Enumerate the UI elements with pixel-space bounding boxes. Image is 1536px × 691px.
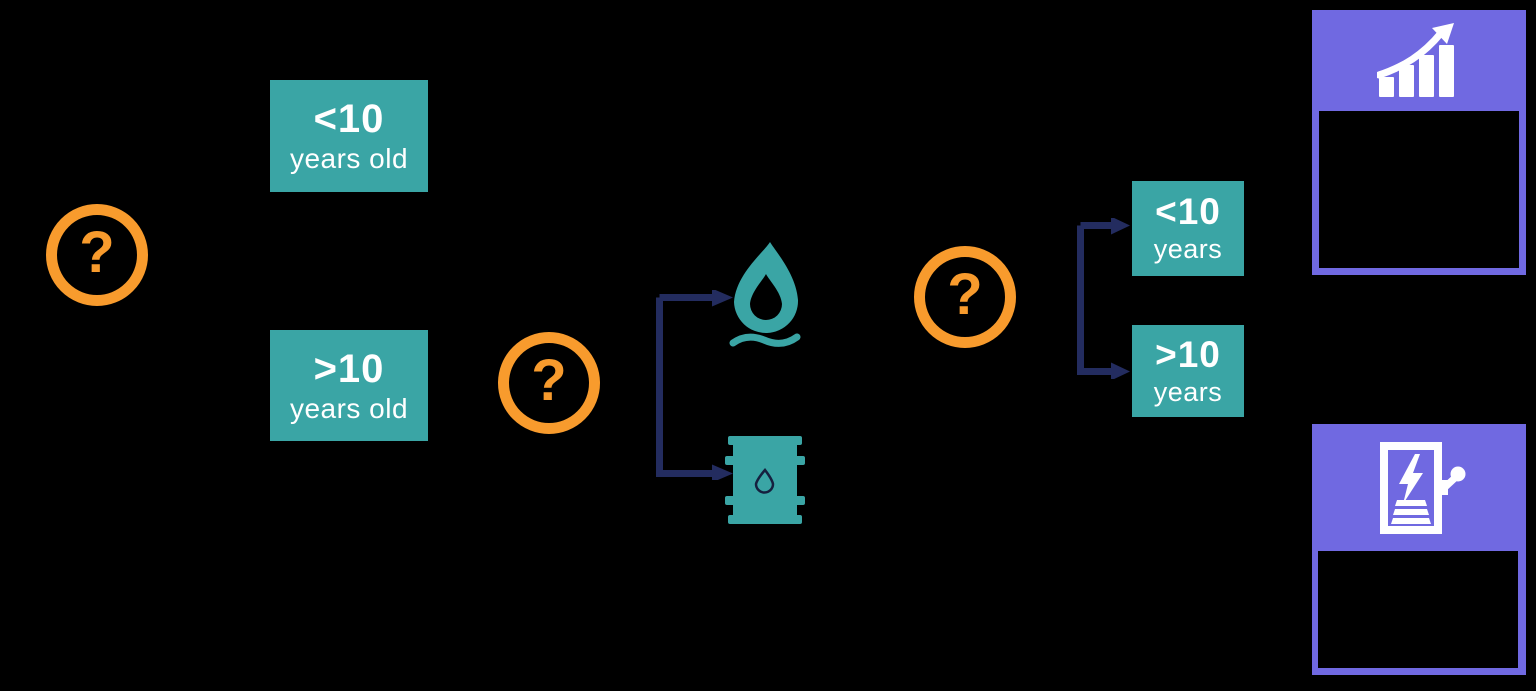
chart-increase-icon: [1377, 22, 1454, 97]
branch-connector-right: [1077, 218, 1130, 379]
question-circle-2: ?: [498, 332, 600, 434]
question-mark-icon: ?: [531, 348, 567, 413]
outcome-card-body: [1318, 551, 1518, 668]
branch-connector-left: [656, 290, 733, 480]
water-drop-icon: [729, 242, 801, 347]
outcome-card-electric: [1312, 424, 1526, 675]
age-box-value: >10: [313, 346, 385, 391]
age-box-label: years: [1153, 376, 1223, 407]
age-box-over10-years: >10 years: [1132, 325, 1244, 417]
outcome-card-cost-increase: [1312, 10, 1526, 275]
question-mark-icon: ?: [79, 220, 115, 285]
oil-barrel-icon: [725, 436, 805, 524]
age-box-over10-years-old: >10 years old: [270, 330, 428, 441]
question-circle-3: ?: [914, 246, 1016, 348]
age-box-under10-years-old: <10 years old: [270, 80, 428, 192]
outcome-card-body: [1319, 111, 1519, 268]
outcome-card-header: [1312, 424, 1526, 551]
outcome-card-header: [1312, 10, 1526, 111]
question-circle-1: ?: [46, 204, 148, 306]
electric-meter-icon: [1380, 441, 1466, 534]
age-box-value: <10: [313, 97, 385, 142]
age-box-label: years old: [289, 143, 409, 175]
question-mark-icon: ?: [947, 262, 983, 327]
age-box-label: years: [1153, 234, 1223, 265]
age-box-under10-years: <10 years: [1132, 181, 1244, 276]
age-box-value: >10: [1155, 333, 1221, 375]
age-box-value: <10: [1155, 191, 1221, 233]
age-box-label: years old: [289, 392, 409, 424]
